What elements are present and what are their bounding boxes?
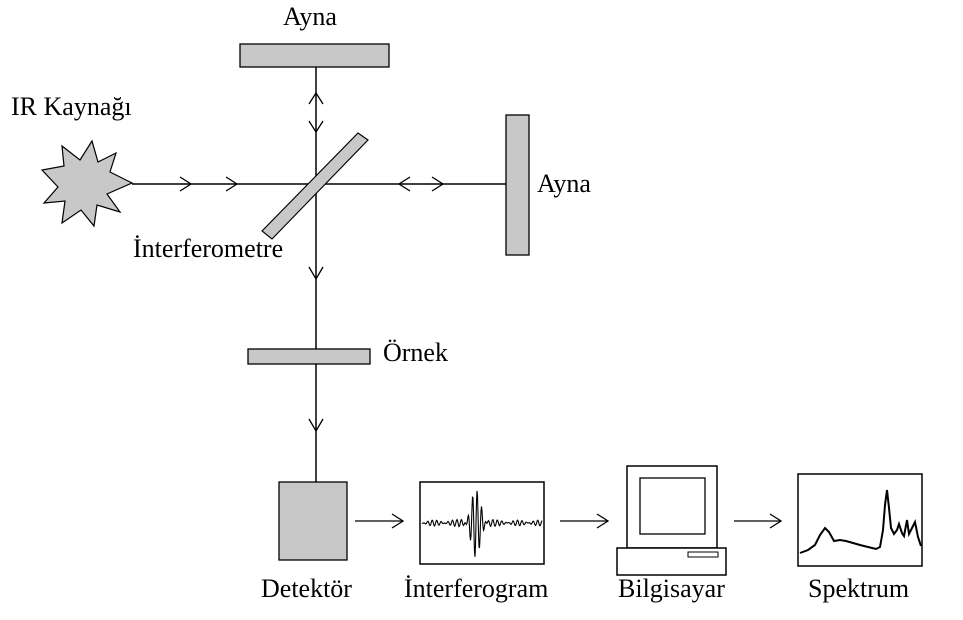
beam-arrow-down	[308, 120, 324, 134]
right-mirror	[505, 114, 530, 256]
beam-arrow-down	[308, 418, 324, 433]
beam-arrow-right	[431, 176, 445, 192]
interferogram-wave	[421, 490, 543, 557]
beam-arrow	[225, 176, 239, 192]
label-computer: Bilgisayar	[618, 574, 725, 603]
beam-arrow-up	[308, 91, 324, 105]
flow-arrow	[355, 513, 405, 529]
top-mirror	[239, 43, 390, 68]
beam-splitter	[261, 132, 369, 240]
spectrum-curve	[799, 489, 922, 554]
spectrum-box	[797, 473, 923, 567]
label-mirror-top: Ayna	[283, 2, 337, 31]
label-spectrum: Spektrum	[808, 574, 910, 603]
computer-icon	[616, 465, 727, 576]
beam-arrow-left	[397, 176, 411, 192]
label-mirror-right: Ayna	[537, 169, 591, 198]
label-interferometer: İnterferometre	[133, 234, 284, 263]
detector-box	[278, 481, 348, 561]
beam-arrow	[179, 176, 193, 192]
label-detector: Detektör	[261, 574, 352, 603]
label-interferogram: İnterferogram	[404, 574, 549, 603]
ir-source-star	[40, 139, 134, 228]
flow-arrow	[560, 513, 610, 529]
sample-plate	[247, 348, 371, 365]
flow-arrow	[734, 513, 783, 529]
label-sample: Örnek	[383, 338, 448, 367]
label-ir-source: IR Kaynağı	[11, 92, 132, 121]
beam-arrow-down	[308, 266, 324, 281]
